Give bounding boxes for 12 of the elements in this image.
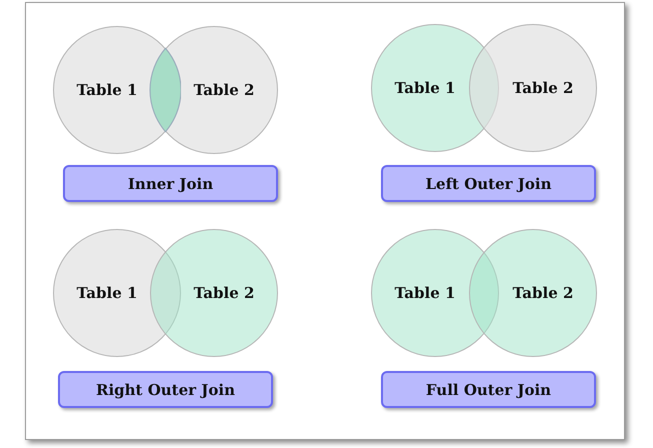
table-label: Table 1 <box>76 81 138 99</box>
table-label: Table 2 <box>194 81 254 99</box>
join-type-label: Left Outer Join <box>381 165 596 202</box>
table-label: Table 1 <box>394 284 456 302</box>
table-label: Table 2 <box>194 284 254 302</box>
table-label: Table 1 <box>76 284 138 302</box>
table-label: Table 2 <box>512 284 574 302</box>
table-label: Table 1 <box>394 79 456 97</box>
join-type-label: Inner Join <box>63 165 278 202</box>
join-type-label: Full Outer Join <box>381 371 596 408</box>
join-type-label: Right Outer Join <box>58 371 273 408</box>
table-label: Table 2 <box>512 79 574 97</box>
